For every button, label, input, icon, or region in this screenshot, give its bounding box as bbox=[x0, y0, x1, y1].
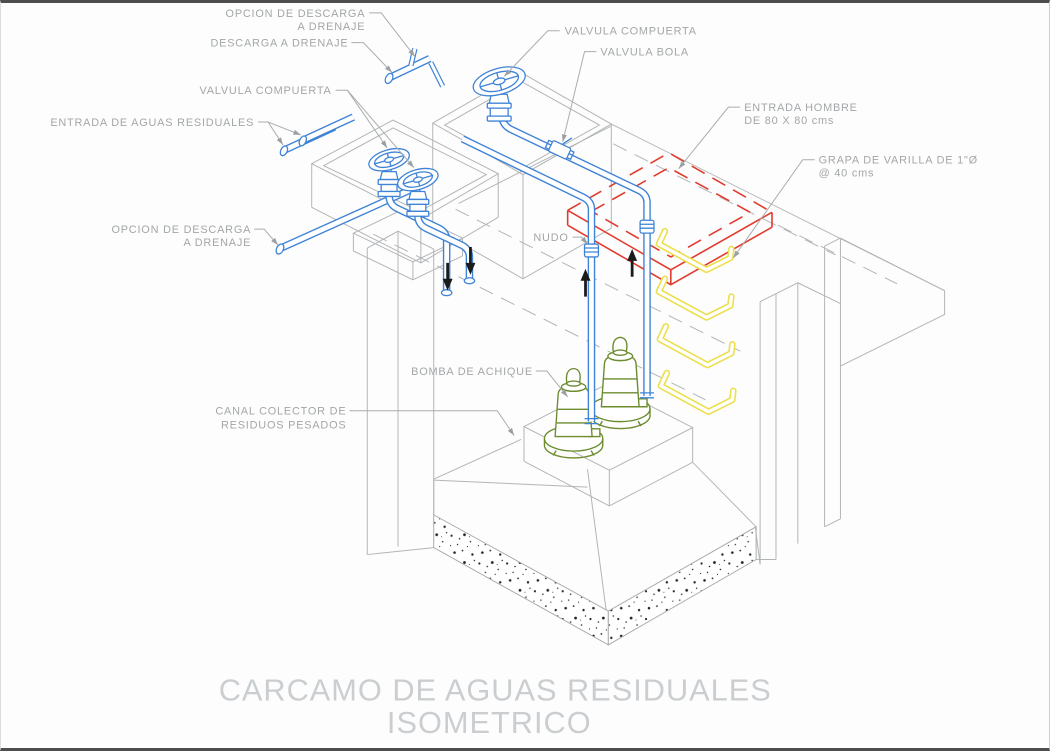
label-text: CANAL COLECTOR DE bbox=[215, 406, 346, 418]
label-text: @ 40 cms bbox=[819, 168, 875, 180]
flow-down-arrow bbox=[442, 262, 453, 291]
label-entrada-hombre: ENTRADA HOMBRE DE 80 X 80 cms bbox=[744, 102, 858, 127]
handwheel-icon bbox=[368, 147, 410, 172]
isometric-drawing: OPCION DE DESCARGA A DRENAJE DESCARGA A … bbox=[50, 8, 978, 740]
label-text: VALVULA BOLA bbox=[600, 47, 689, 59]
label-opcion-descarga-left: OPCION DE DESCARGA A DRENAJE bbox=[111, 224, 251, 249]
label-text: NUDO bbox=[533, 232, 568, 244]
gate-valve-left-1 bbox=[368, 147, 410, 198]
discharge-tee bbox=[384, 48, 446, 88]
annotations: OPCION DE DESCARGA A DRENAJE DESCARGA A … bbox=[50, 8, 978, 436]
gate-valve-left-2 bbox=[397, 167, 439, 217]
drawing-title-line1: CARCAMO DE AGUAS RESIDUALES bbox=[219, 672, 772, 707]
label-descarga-drenaje: DESCARGA A DRENAJE bbox=[210, 38, 348, 50]
manhole-frame bbox=[566, 151, 773, 286]
label-valvula-compuerta-top: VALVULA COMPUERTA bbox=[565, 26, 697, 38]
label-text: A DRENAJE bbox=[183, 237, 251, 249]
handwheel-icon bbox=[472, 66, 526, 97]
label-text: DESCARGA A DRENAJE bbox=[210, 38, 348, 50]
label-text: GRAPA DE VARILLA DE 1"Ø bbox=[819, 155, 978, 167]
flow-up-arrow bbox=[580, 268, 591, 297]
label-text: RESIDUOS PESADOS bbox=[221, 420, 346, 432]
drawing-title-line2: ISOMETRICO bbox=[387, 705, 592, 740]
label-text: A DRENAJE bbox=[298, 21, 366, 33]
piping bbox=[275, 48, 655, 425]
label-valvula-compuerta-left: VALVULA COMPUERTA bbox=[199, 85, 331, 97]
label-opcion-descarga-top: OPCION DE DESCARGA A DRENAJE bbox=[226, 8, 366, 33]
flow-up-arrow bbox=[627, 249, 638, 277]
sump-pump-right bbox=[589, 336, 651, 430]
flow-arrows bbox=[442, 247, 638, 297]
label-text: VALVULA COMPUERTA bbox=[565, 26, 697, 38]
pipe-union-right bbox=[639, 219, 655, 234]
flow-down-arrow bbox=[465, 247, 476, 275]
label-text: DE 80 X 80 cms bbox=[744, 115, 834, 127]
label-nudo: NUDO bbox=[533, 232, 568, 244]
pipe-union-left bbox=[583, 243, 600, 258]
rebar-ladder-rungs bbox=[655, 227, 737, 415]
label-text: ENTRADA DE AGUAS RESIDUALES bbox=[50, 117, 254, 129]
label-grapa-varilla: GRAPA DE VARILLA DE 1"Ø @ 40 cms bbox=[819, 155, 978, 180]
label-bomba-achique: BOMBA DE ACHIQUE bbox=[411, 366, 533, 378]
label-valvula-bola: VALVULA BOLA bbox=[600, 47, 689, 59]
label-text: OPCION DE DESCARGA bbox=[226, 8, 366, 20]
label-text: ENTRADA HOMBRE bbox=[744, 102, 858, 114]
gate-valve-top bbox=[472, 66, 526, 122]
label-text: VALVULA COMPUERTA bbox=[199, 85, 331, 97]
handwheel-icon bbox=[397, 167, 439, 192]
label-entrada-aguas-residuales: ENTRADA DE AGUAS RESIDUALES bbox=[50, 117, 254, 129]
label-canal-colector: CANAL COLECTOR DE RESIDUOS PESADOS bbox=[215, 406, 346, 432]
ball-valve bbox=[544, 137, 575, 161]
label-text: BOMBA DE ACHIQUE bbox=[411, 366, 533, 378]
label-text: OPCION DE DESCARGA bbox=[111, 224, 251, 236]
